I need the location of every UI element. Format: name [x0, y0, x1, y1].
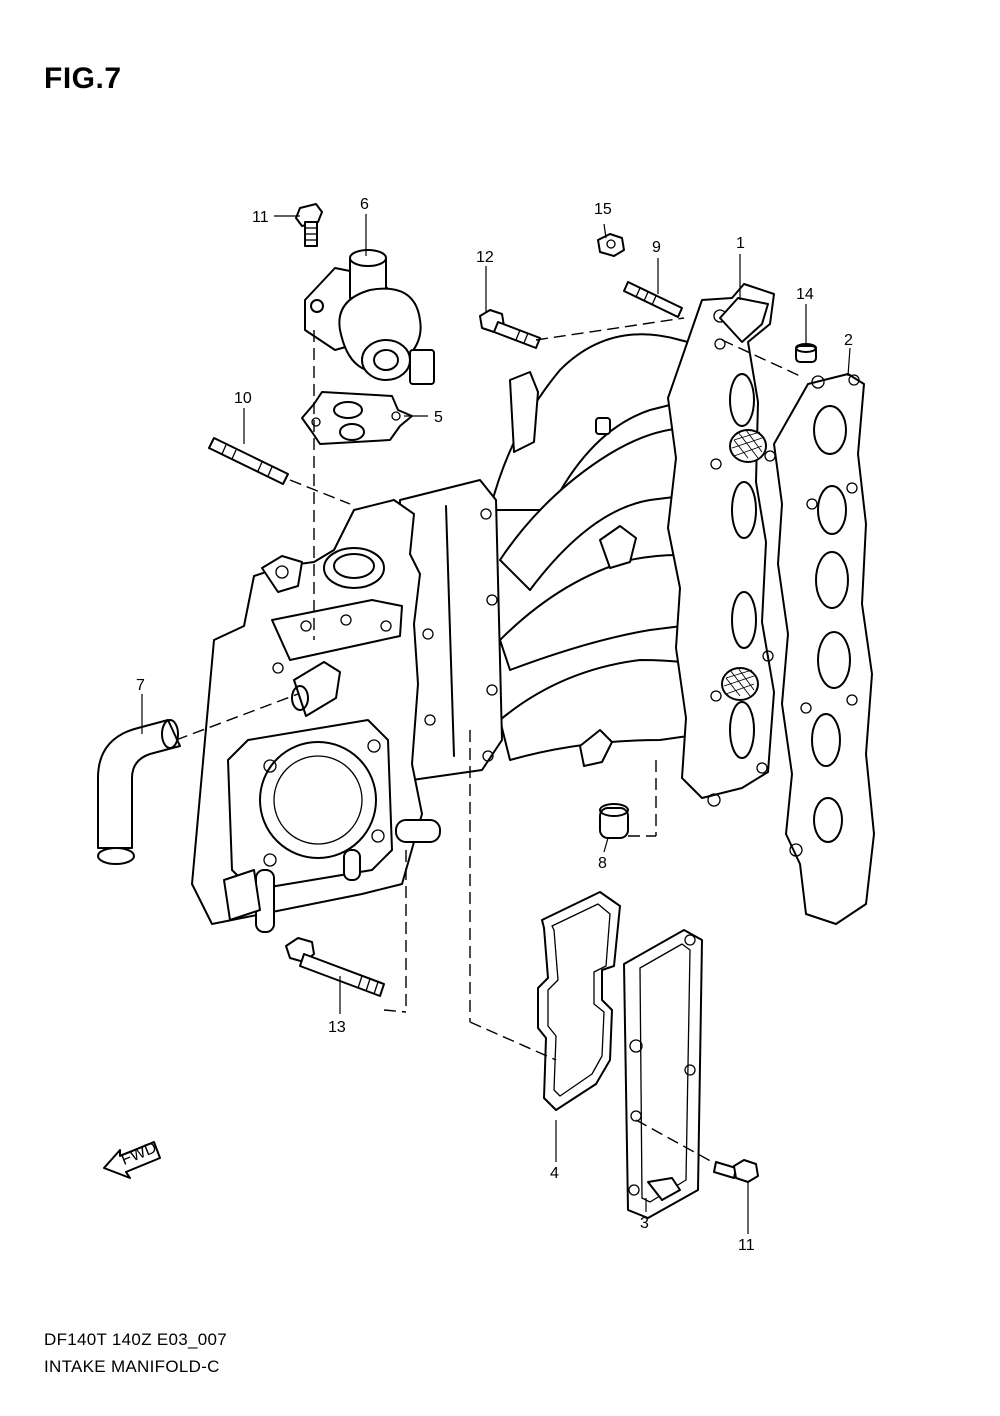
- callout-labels: 11 6 12 15 9 1 14 2 10 5 7 8 13 4 3 11: [136, 196, 853, 1254]
- part-3-cover-plate: [623, 929, 703, 1219]
- part-2-manifold-gasket: [773, 373, 875, 925]
- figure-title: FIG.7: [44, 62, 122, 95]
- callout-7: 7: [136, 677, 145, 694]
- callout-3: 3: [640, 1215, 649, 1232]
- part-9-stud: [623, 281, 683, 318]
- callout-9: 9: [652, 239, 661, 256]
- part-11-bolt-top: [295, 203, 323, 247]
- callout-1: 1: [736, 235, 745, 252]
- callout-4: 4: [550, 1165, 559, 1182]
- fwd-direction-arrow: FWD: [103, 1139, 161, 1179]
- callout-13: 13: [328, 1019, 346, 1036]
- throttle-body-housing: [191, 499, 441, 933]
- callout-14: 14: [796, 286, 814, 303]
- part-14-dowel-pin: [795, 343, 817, 363]
- part-1-intake-manifold: [393, 283, 776, 807]
- callout-11-top: 11: [252, 209, 269, 226]
- part-10-stud: [208, 437, 289, 485]
- assembly-lines: [175, 317, 801, 1165]
- model-code: DF140T 140Z E03_007: [44, 1330, 228, 1349]
- callout-5: 5: [434, 409, 443, 426]
- part-12-bolt: [479, 309, 541, 349]
- callout-8: 8: [598, 855, 607, 872]
- callout-12: 12: [476, 249, 494, 266]
- part-11-bolt-bottom: [713, 1159, 759, 1183]
- callout-2: 2: [844, 332, 853, 349]
- part-15-nut: [597, 233, 625, 257]
- part-5-gasket: [301, 391, 413, 445]
- figure-caption: INTAKE MANIFOLD-C: [44, 1357, 220, 1376]
- callout-6: 6: [360, 196, 369, 213]
- part-4-cover-gasket: [537, 891, 621, 1111]
- callout-15: 15: [594, 201, 612, 218]
- callout-11-bottom: 11: [738, 1237, 755, 1254]
- part-8-bushing: [599, 803, 629, 839]
- callout-10: 10: [234, 390, 252, 407]
- part-7-hose: [97, 719, 181, 865]
- callout-leaders: [141, 214, 851, 1234]
- part-6-idle-air-control-valve: [304, 249, 435, 385]
- part-13-bolt: [285, 937, 385, 997]
